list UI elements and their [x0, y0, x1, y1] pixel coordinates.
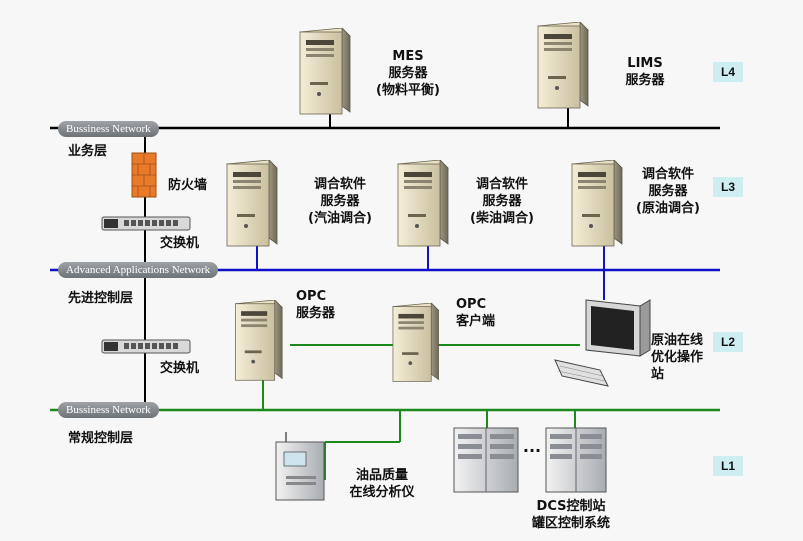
switch-1-icon — [101, 216, 191, 231]
blend-diesel-label: 调合软件 服务器 (柴油调合) — [470, 177, 534, 226]
analyzer-label: 油品质量 在线分析仪 — [349, 468, 415, 500]
firewall-icon — [131, 152, 157, 198]
level-tag-l3: L3 — [713, 177, 743, 197]
blend-crude-server-icon — [571, 160, 623, 247]
opc-server-label: OPC 服务器 — [296, 289, 336, 321]
lims-server-label: LIMS 服务器 — [625, 56, 665, 88]
switch-2-label: 交换机 — [160, 361, 200, 376]
dcs-cabinet-2-icon — [545, 427, 607, 493]
blend-gasoline-server-icon — [226, 160, 278, 247]
layer-label-advanced-control: 先进控制层 — [68, 291, 134, 306]
level-tag-l1: L1 — [713, 456, 743, 476]
dcs-label: DCS控制站 罐区控制系统 — [531, 499, 610, 531]
mes-server-label: MES 服务器 (物料平衡) — [376, 49, 440, 98]
blend-crude-label: 调合软件 服务器 (原油调合) — [636, 167, 700, 216]
blend-gasoline-label: 调合软件 服务器 (汽油调合) — [308, 177, 372, 226]
switch-2-icon — [101, 339, 191, 354]
firewall-label: 防火墙 — [168, 178, 208, 193]
business-network-pill-top: Bussiness Network — [58, 121, 159, 137]
level-tag-l4: L4 — [713, 62, 743, 82]
layer-label-regular-control: 常规控制层 — [68, 431, 134, 446]
layer-label-business: 业务层 — [68, 144, 108, 159]
operator-station-icon — [554, 299, 651, 387]
l3-connectors — [256, 242, 605, 300]
dcs-cabinet-1-icon — [453, 427, 519, 493]
switch-1-label: 交换机 — [160, 236, 200, 251]
l2-connectors — [262, 344, 580, 480]
business-network-pill-bottom: Bussiness Network — [58, 402, 159, 418]
l4-connectors — [329, 103, 569, 128]
lims-server-icon — [537, 22, 589, 109]
opc-server-icon — [234, 300, 283, 381]
level-tag-l2: L2 — [713, 332, 743, 352]
mes-server-icon — [299, 28, 351, 115]
opc-client-icon — [392, 303, 439, 382]
blend-diesel-server-icon — [397, 160, 449, 247]
advanced-network-pill: Advanced Applications Network — [58, 262, 219, 278]
opc-client-label: OPC 客户端 — [456, 297, 496, 329]
ellipsis-label: ... — [522, 437, 542, 456]
analyzer-icon — [275, 432, 325, 501]
crude-station-label: 原油在线 优化操作 站 — [651, 333, 704, 382]
